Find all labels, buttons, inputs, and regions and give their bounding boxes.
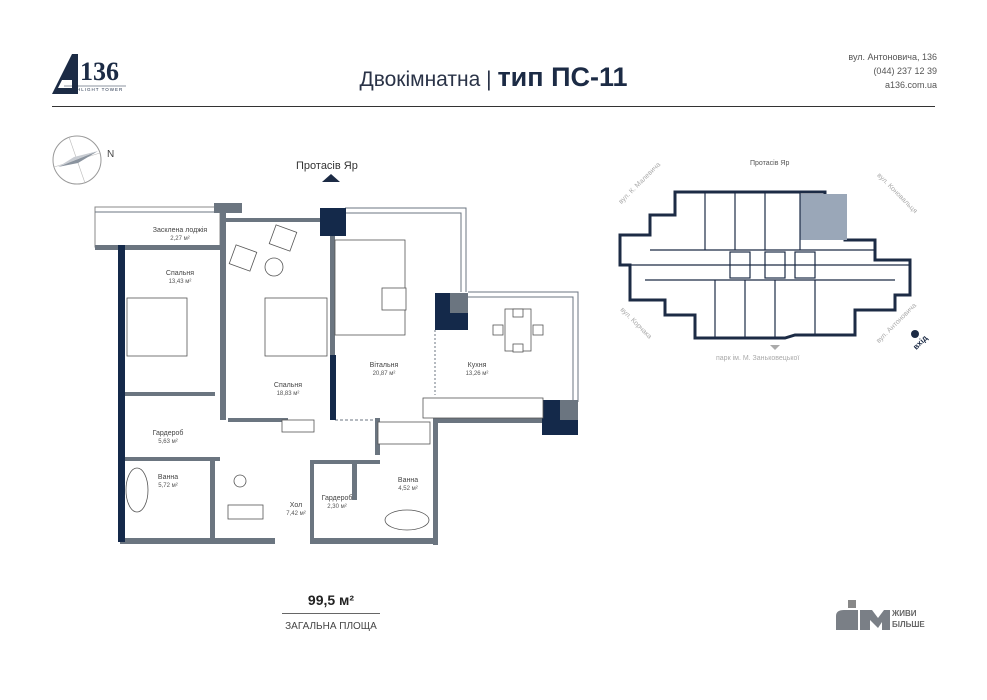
bathtub-right <box>384 509 430 531</box>
a136-logo: 136 HIGHLIGHT TOWER <box>50 50 130 98</box>
orientation-arrow-icon <box>322 174 340 182</box>
header-divider <box>52 106 935 107</box>
website: a136.com.ua <box>884 80 937 90</box>
title-type: тип ПС-11 <box>497 62 628 92</box>
building-floor-plan <box>618 190 919 350</box>
svg-text:136: 136 <box>80 57 119 86</box>
total-area-label: ЗАГАЛЬНА ПЛОЩА <box>285 621 377 632</box>
compass-icon <box>52 135 102 185</box>
title-prefix: Двокімнатна | <box>359 68 492 91</box>
phone: (044) 237 12 39 <box>873 66 937 76</box>
total-area: 99,5 м² <box>307 592 355 608</box>
highlighted-apartment <box>800 194 847 240</box>
sofa <box>334 239 406 336</box>
contact-block: вул. Антоновича, 136 (044) 237 12 39 a13… <box>848 50 937 92</box>
north-label: N <box>107 149 115 160</box>
kitchen-counter <box>422 397 544 419</box>
building-top-label: Протасів Яр <box>750 160 790 167</box>
entrance-icon <box>911 330 919 338</box>
developer-slogan: ЖИВИ БІЛЬШЕ <box>892 609 925 629</box>
page-title: Двокімнатна | тип ПС-11 <box>0 62 987 93</box>
logo-subtitle: HIGHLIGHT TOWER <box>66 87 124 92</box>
bathtub-left <box>125 467 149 513</box>
building-bottom-label: парк ім. М. Заньковецької <box>716 355 800 362</box>
coffee-table <box>381 287 407 311</box>
orientation-label: Протасів Яр <box>296 160 358 172</box>
bed-right <box>264 297 328 357</box>
developer-logo-icon <box>836 600 890 630</box>
address: вул. Антоновича, 136 <box>848 52 937 62</box>
bed-left <box>126 297 188 357</box>
total-area-divider <box>282 613 380 614</box>
